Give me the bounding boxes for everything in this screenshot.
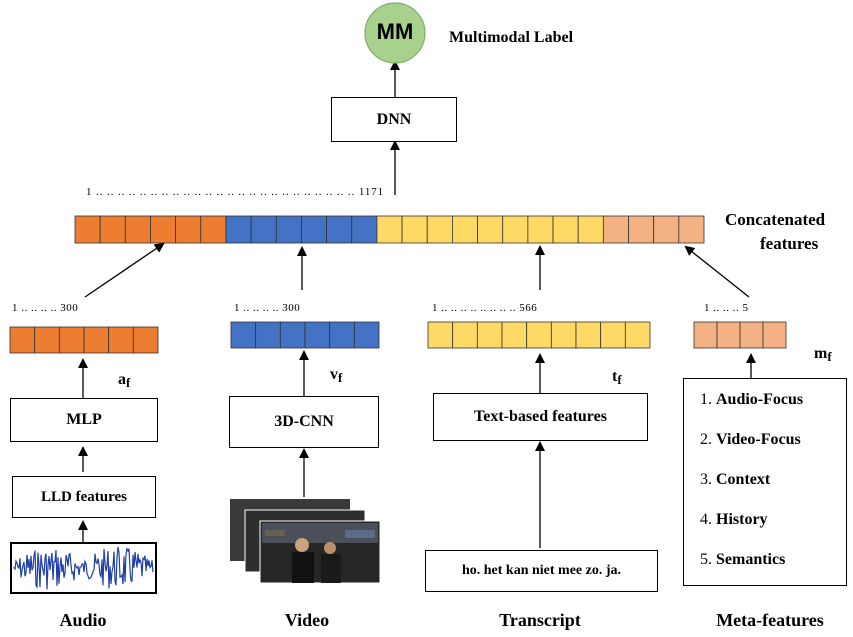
transcript-vector-cell (624, 321, 651, 349)
transcript-vector-cell (526, 321, 552, 349)
meta-vector-cell (693, 321, 718, 349)
transcript-title: Transcript (499, 610, 581, 630)
concat-vector-cell (678, 215, 705, 244)
transcript-vector-cell (476, 321, 503, 349)
concat-vector-cell (451, 215, 478, 244)
meta-features-title: Meta-features (716, 610, 824, 630)
concat-vector-cell (175, 215, 202, 244)
video-vector-cell (304, 321, 331, 349)
video-vector-cell (279, 321, 306, 349)
mm-node-label: MM (376, 19, 414, 44)
audio-index-scale: 1 .. .. .. .. 300 (12, 302, 79, 314)
video-vector-cell (255, 321, 281, 349)
video-vector-cell (230, 321, 257, 349)
meta-vector-name: mf (814, 345, 832, 364)
meta-vector-cell (739, 321, 764, 349)
concat-index-scale: 1 .. .. .. .. .. .. .. .. .. .. .. .. ..… (86, 186, 385, 198)
concat-vector-cell (225, 215, 252, 244)
video-vector-cell (353, 321, 380, 349)
audio-vector-cell (34, 326, 60, 354)
transcript-vector-cell (575, 321, 602, 349)
video-vector-name: vf (330, 366, 343, 385)
concat-vector-cell (376, 215, 403, 244)
concat-vector-cell (401, 215, 428, 244)
concat-vector-cell (426, 215, 453, 244)
audio-vector-cell (9, 326, 36, 354)
arrow-af-to-concat (84, 242, 165, 298)
concat-vector-cell (99, 215, 126, 244)
concat-vector-cell (602, 215, 629, 244)
concat-vector-cell (326, 215, 353, 244)
transcript-vector-cell (600, 321, 626, 349)
concat-label-line2: features (760, 234, 819, 253)
concat-vector-cell (351, 215, 378, 244)
meta-index-scale: 1 .. .. .. 5 (704, 302, 749, 314)
meta-vector-cell (762, 321, 787, 349)
video-vector-cell (329, 321, 355, 349)
concat-label-line1: Concatenated (725, 210, 826, 229)
concat-vector-cell (653, 215, 680, 244)
transcript-index-scale: 1 .. .. .. .. .. .. .. .. 566 (432, 302, 538, 314)
transcript-text-box: ho. het kan niet mee zo. ja. (425, 550, 658, 592)
audio-vector-name: af (118, 371, 131, 390)
concat-vector-cell (74, 215, 101, 244)
meta-item: 1. Audio-Focus (700, 391, 804, 408)
concat-vector-cell (301, 215, 328, 244)
audio-vector-cell (132, 326, 159, 354)
multimodal-label: Multimodal Label (449, 29, 574, 46)
concat-vector-cell (577, 215, 604, 244)
concat-vector-cell (552, 215, 579, 244)
concat-vector-cell (628, 215, 655, 244)
concat-vector-cell (124, 215, 151, 244)
lld-features-box: LLD features (12, 476, 156, 518)
audio-vector-cell (83, 326, 110, 354)
video-title: Video (284, 610, 330, 630)
text-based-features-box: Text-based features (433, 393, 648, 441)
concat-vector-cell (150, 215, 177, 244)
concat-vector-cell (200, 215, 227, 244)
audio-waveform-icon (10, 542, 157, 594)
video-frames-icon (230, 499, 381, 584)
audio-vector-cell (58, 326, 85, 354)
meta-item: 5. Semantics (700, 551, 786, 568)
transcript-vector-cell (501, 321, 528, 349)
transcript-vector-cell (427, 321, 454, 349)
mlp-box: MLP (10, 398, 158, 442)
3d-cnn-box: 3D-CNN (229, 396, 379, 448)
audio-title: Audio (59, 610, 107, 630)
transcript-vector-cell (550, 321, 577, 349)
transcript-vector-cell (452, 321, 478, 349)
concat-vector-cell (250, 215, 277, 244)
video-index-scale: 1 .. .. .. .. 300 (234, 302, 301, 314)
transcript-vector-name: tf (612, 368, 622, 387)
concat-vector-cell (527, 215, 554, 244)
audio-vector-cell (108, 326, 134, 354)
meta-vector-cell (716, 321, 741, 349)
mm-node (364, 2, 426, 64)
arrow-mf-to-concat (684, 245, 750, 298)
dnn-box: DNN (331, 97, 457, 142)
concat-vector-cell (502, 215, 529, 244)
concat-vector-cell (477, 215, 504, 244)
meta-features-list: 1. Audio-Focus 2. Video-Focus 3. Context… (683, 378, 847, 586)
concat-vector-cell (275, 215, 302, 244)
meta-item: 4. History (700, 511, 768, 528)
meta-item: 3. Context (700, 471, 771, 488)
meta-item: 2. Video-Focus (700, 431, 801, 448)
